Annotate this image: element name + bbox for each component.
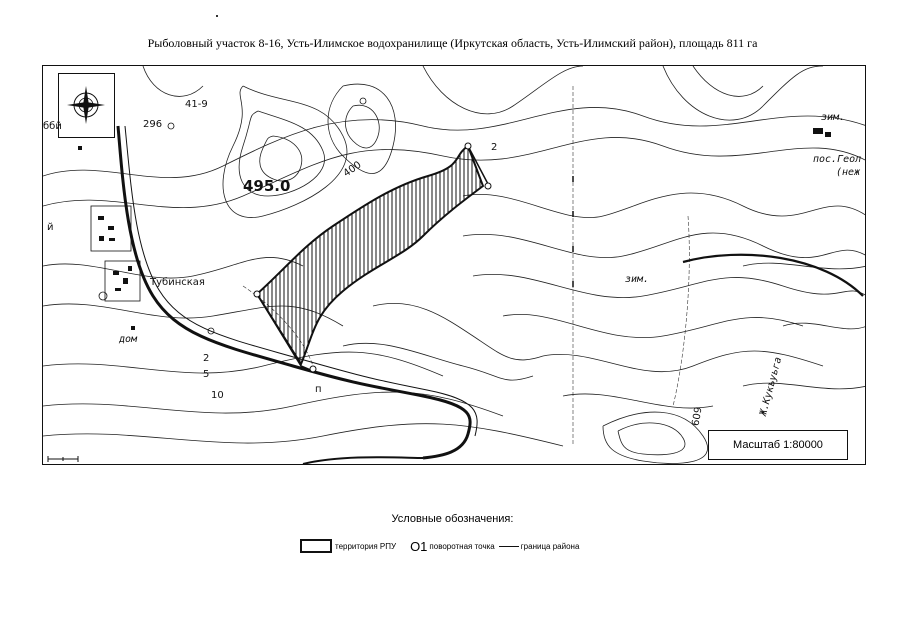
legend-territory-symbol — [300, 539, 332, 553]
label-pos-geol: пос.Геол — [813, 154, 862, 165]
scale-box: Масштаб 1:80000 — [708, 430, 848, 460]
mini-scale-bar — [47, 456, 79, 462]
area-boundary-lines — [256, 145, 489, 372]
map-frame[interactable]: 495.0 Тубинская дом зим. зим. пос.Геол (… — [42, 65, 866, 465]
label-zim-top: зим. — [821, 112, 846, 123]
legend-point-label: поворотная точка — [429, 541, 495, 551]
label-2b: 2 — [203, 353, 210, 364]
label-n: п — [315, 384, 322, 395]
survey-marks — [167, 97, 367, 335]
district-boundary — [682, 253, 864, 297]
reservoir-river — [116, 125, 478, 464]
label-2a: 2 — [491, 142, 498, 153]
label-5: 5 — [203, 369, 210, 380]
legend: территория РПУ О1 поворотная точка грани… — [300, 538, 583, 554]
settlement-label-tubinskaya: Тубинская — [150, 277, 205, 288]
topographic-map — [43, 66, 865, 464]
label-10: 10 — [211, 390, 224, 401]
legend-territory-label: территория РПУ — [335, 541, 397, 551]
label-zim-mid: зим. — [625, 274, 650, 285]
elevation-label-495: 495.0 — [243, 177, 291, 195]
label-bbi: ббй — [43, 121, 62, 132]
legend-point-symbol: О1 — [410, 538, 428, 554]
label-j: й — [47, 222, 54, 233]
contour-lines — [43, 66, 865, 464]
settlements — [78, 128, 831, 330]
compass-rose — [58, 73, 115, 138]
legend-boundary-label: граница района — [520, 541, 580, 551]
legend-title: Условные обозначения: — [391, 513, 514, 525]
label-41-9: 41-9 — [185, 99, 208, 110]
label-296: 296 — [143, 119, 163, 130]
turning-points — [253, 142, 492, 373]
compass-icon — [67, 86, 105, 124]
label-nezh: (неж — [836, 167, 861, 178]
label-dom: дом — [119, 334, 138, 345]
legend-boundary-symbol — [498, 545, 519, 547]
settlement-outlines — [90, 205, 141, 302]
stray-dot — [216, 15, 218, 17]
page-title: Рыболовный участок 8-16, Усть-Илимское в… — [147, 36, 758, 50]
